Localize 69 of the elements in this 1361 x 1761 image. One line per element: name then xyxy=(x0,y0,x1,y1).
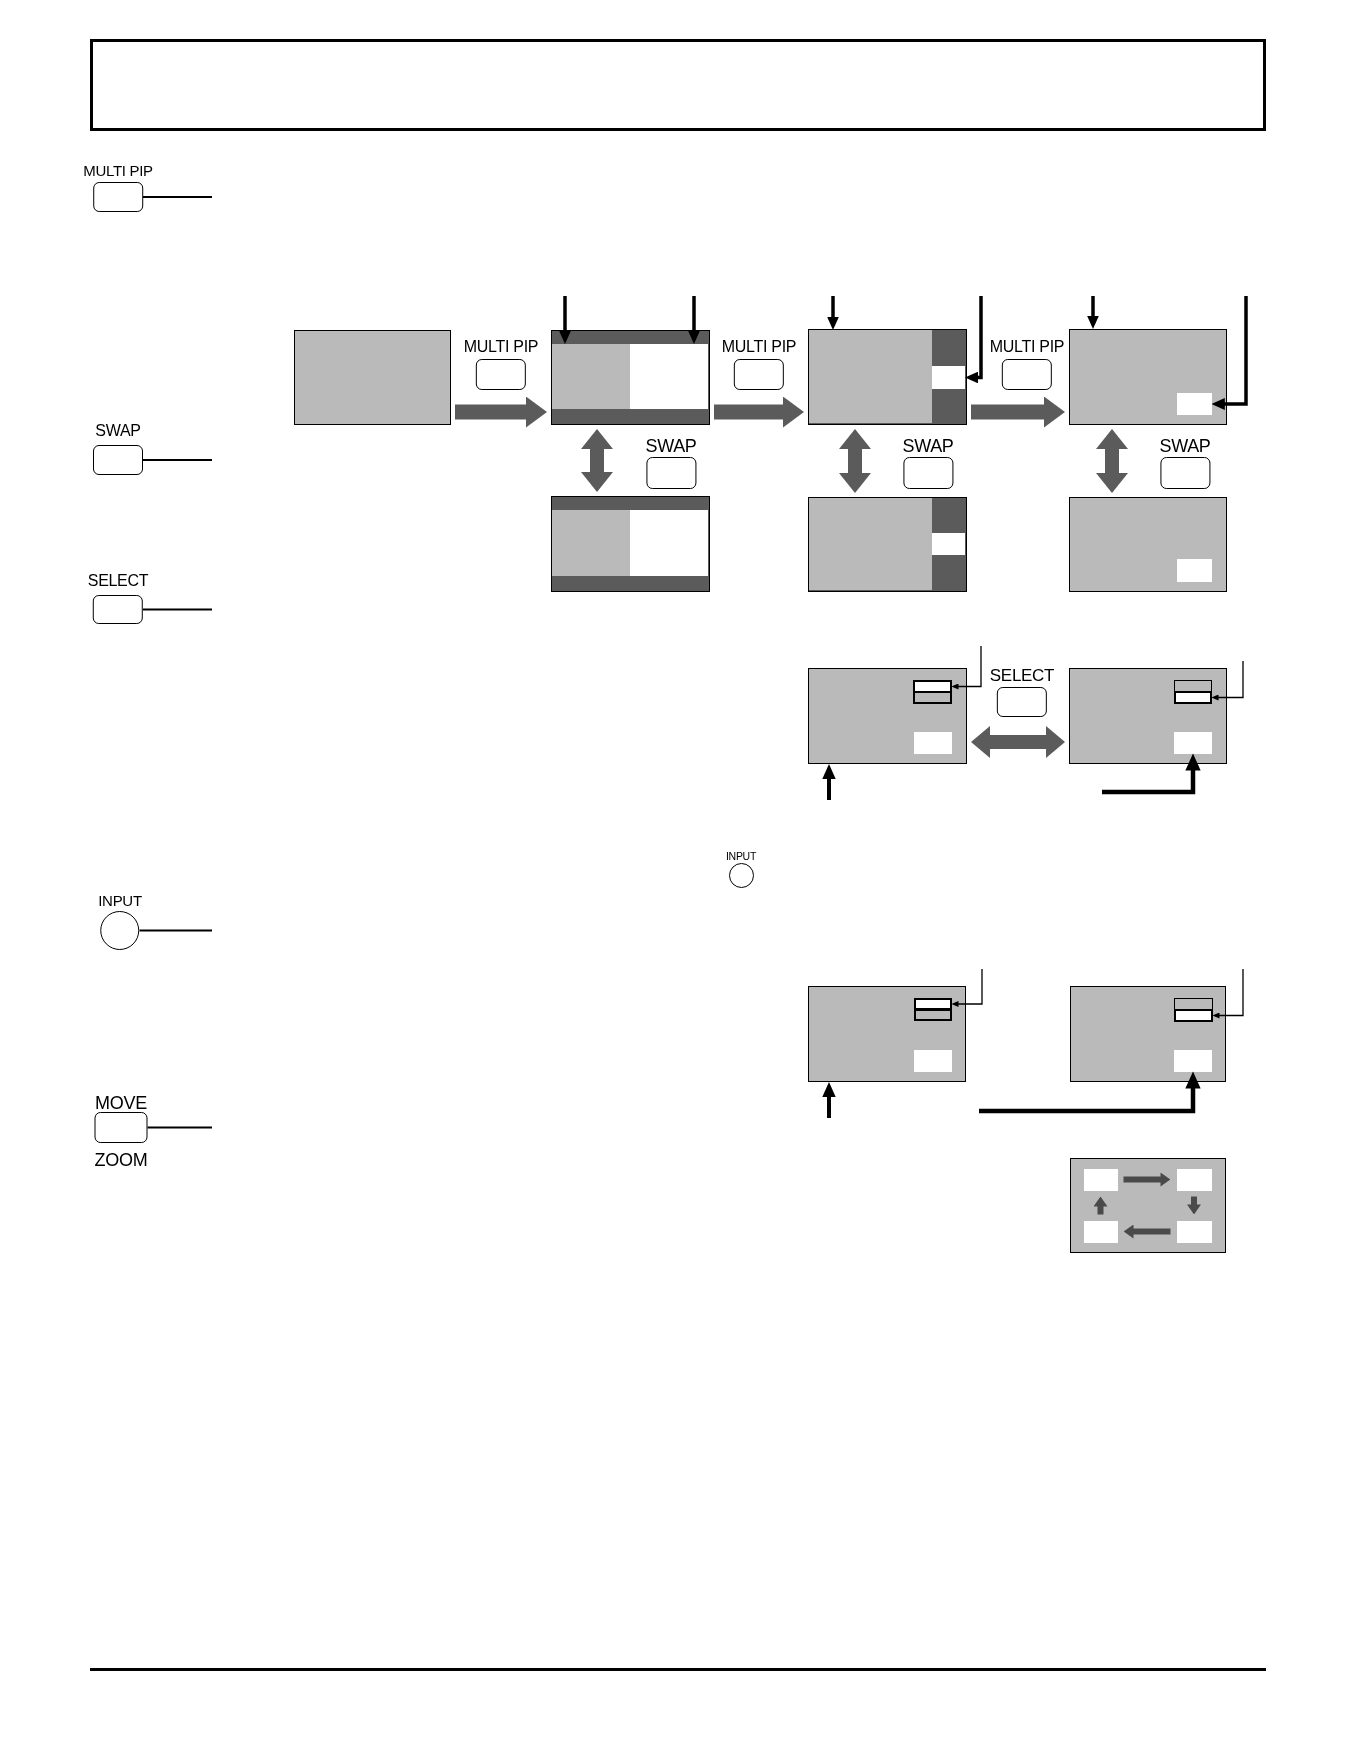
button-label: MULTI PIP xyxy=(83,163,153,178)
button-label: SWAP xyxy=(902,437,954,455)
arrow xyxy=(822,1082,836,1118)
leader-line xyxy=(142,196,213,198)
left-picture xyxy=(552,344,630,409)
sub-picture xyxy=(1176,1220,1212,1243)
window-row xyxy=(912,679,952,693)
arrow xyxy=(965,296,983,384)
button-label: SWAP xyxy=(95,423,141,439)
sub-picture xyxy=(1176,392,1212,415)
leader-line xyxy=(142,608,213,611)
right-picture xyxy=(630,344,708,409)
double-block-arrow xyxy=(839,429,871,493)
screen xyxy=(1069,329,1227,425)
screen xyxy=(551,496,710,592)
button-label: MULTI PIP xyxy=(463,339,539,355)
leader-line xyxy=(138,929,213,932)
screen xyxy=(1069,668,1227,764)
arrow xyxy=(951,645,982,690)
button-label: SELECT xyxy=(989,667,1055,684)
arrow xyxy=(827,296,839,330)
button-label: MULTI PIP xyxy=(721,339,797,355)
main-picture xyxy=(809,330,932,423)
arrow xyxy=(559,296,571,344)
window-row xyxy=(913,997,952,1010)
double-block-arrow xyxy=(1096,429,1128,493)
arrow xyxy=(979,1071,1201,1114)
button-label: INPUT xyxy=(726,851,756,862)
screen xyxy=(1070,986,1226,1082)
arrow xyxy=(1123,1224,1171,1239)
leader-line xyxy=(146,1126,213,1129)
arrow xyxy=(1123,1172,1171,1187)
screen xyxy=(1069,497,1227,592)
arrow xyxy=(1211,660,1244,701)
button-label: INPUT xyxy=(98,893,142,908)
screen xyxy=(808,668,967,764)
sub-picture xyxy=(1176,1168,1212,1191)
button-label: ZOOM xyxy=(94,1151,148,1169)
block-arrow xyxy=(455,396,547,428)
screen xyxy=(808,497,967,592)
arrow xyxy=(822,764,836,800)
arrow xyxy=(688,296,700,344)
screen xyxy=(551,330,710,425)
arrow xyxy=(1187,1196,1201,1215)
sub-picture xyxy=(1173,1049,1212,1072)
button-label: MULTI PIP xyxy=(989,339,1065,355)
sub-picture xyxy=(932,365,965,389)
button-label: SWAP xyxy=(1159,437,1211,455)
arrow xyxy=(1102,753,1201,795)
sub-picture xyxy=(1173,731,1212,754)
leader-line xyxy=(142,459,213,461)
arrow xyxy=(1212,968,1244,1019)
screen xyxy=(808,329,967,425)
button-label: SWAP xyxy=(645,437,697,455)
sub-picture xyxy=(1083,1220,1118,1243)
arrow xyxy=(1093,1196,1108,1215)
button-label: MOVE xyxy=(95,1094,147,1112)
button-label: SELECT xyxy=(87,573,149,589)
arrow xyxy=(1211,296,1248,410)
screen xyxy=(1070,1158,1226,1253)
screen xyxy=(294,330,451,425)
arrow xyxy=(951,968,983,1007)
double-block-arrow xyxy=(581,429,613,492)
arrow xyxy=(1087,296,1099,329)
sub-picture xyxy=(1083,1168,1118,1191)
screen xyxy=(808,986,966,1082)
block-arrow xyxy=(714,396,804,428)
double-block-arrow xyxy=(971,726,1065,758)
block-arrow xyxy=(971,396,1065,428)
